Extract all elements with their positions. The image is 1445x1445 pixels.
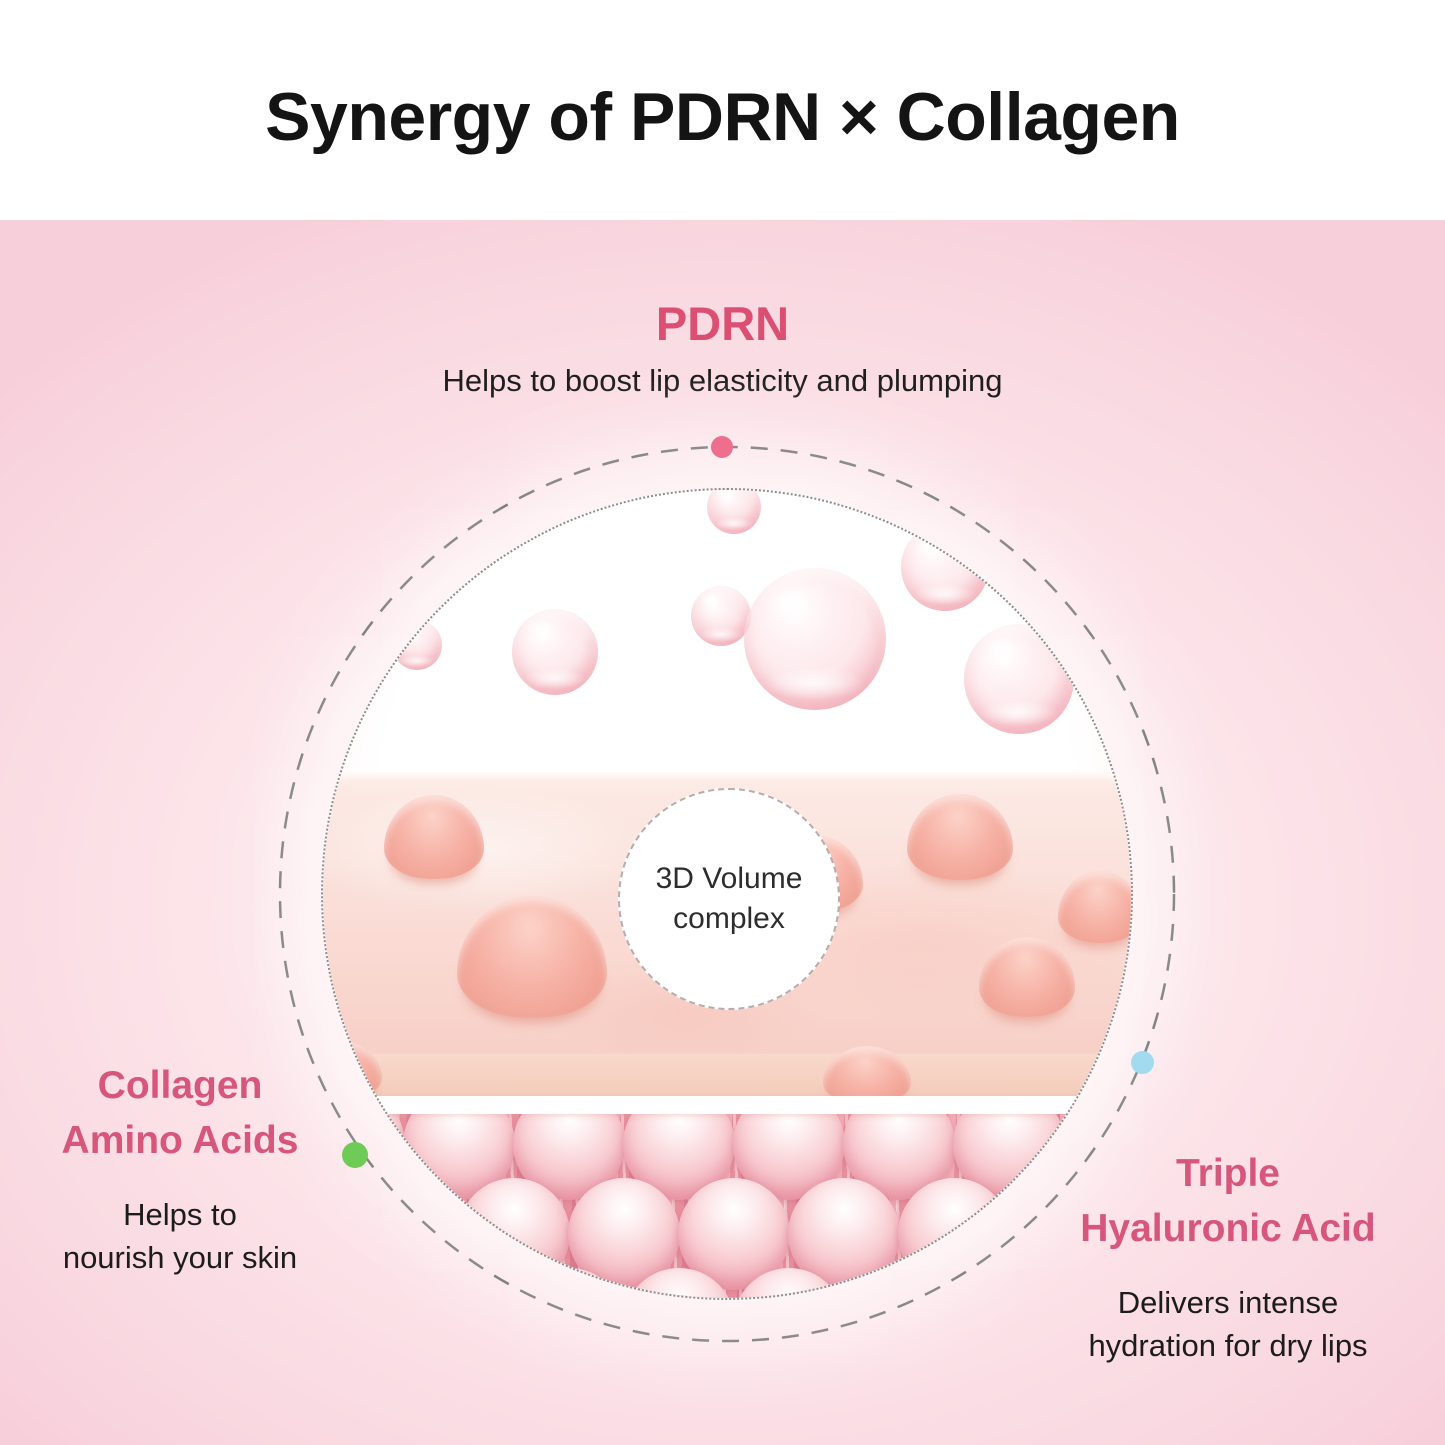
collagen-heading-line1: Collagen bbox=[97, 1064, 263, 1107]
collagen-description: Helps to nourish your skin bbox=[8, 1193, 352, 1280]
hyaluronic-marker-dot bbox=[1131, 1051, 1154, 1074]
collagen-label: Collagen Amino Acids Helps to nourish yo… bbox=[8, 1058, 352, 1280]
pdrn-marker-dot bbox=[711, 436, 733, 458]
badge-line2: complex bbox=[673, 902, 785, 935]
skin-bump bbox=[457, 896, 607, 1018]
collagen-desc-line2: nourish your skin bbox=[62, 1240, 298, 1276]
hyaluronic-desc-line1: Delivers intense bbox=[1117, 1284, 1339, 1320]
hyaluronic-description: Delivers intense hydration for dry lips bbox=[1046, 1281, 1410, 1368]
serum-bubble bbox=[901, 523, 989, 611]
skin-front-layer bbox=[323, 1054, 1131, 1096]
title-band: Synergy of PDRN × Collagen bbox=[0, 0, 1445, 220]
skin-bump bbox=[823, 1046, 911, 1104]
badge-line1: 3D Volume bbox=[655, 861, 803, 895]
collagen-heading-line2: Amino Acids bbox=[61, 1119, 299, 1163]
center-badge: 3D Volume complex bbox=[618, 788, 840, 1010]
skin-bump bbox=[384, 795, 484, 879]
collagen-sphere bbox=[1008, 1178, 1120, 1290]
hyaluronic-desc-line2: hydration for dry lips bbox=[1088, 1328, 1368, 1364]
pdrn-description: Helps to boost lip elasticity and plumpi… bbox=[442, 363, 1003, 398]
skin-bump bbox=[907, 794, 1013, 880]
skin-bump bbox=[1058, 871, 1131, 943]
serum-bubble bbox=[392, 620, 442, 670]
skin-bump bbox=[979, 937, 1075, 1017]
serum-bubble bbox=[964, 624, 1074, 734]
pdrn-label: PDRN Helps to boost lip elasticity and p… bbox=[0, 296, 1445, 399]
pdrn-heading: PDRN bbox=[655, 297, 790, 350]
collagen-sphere-layer bbox=[323, 1110, 1131, 1298]
diagram-area: PDRN Helps to boost lip elasticity and p… bbox=[0, 220, 1445, 1445]
hyaluronic-heading-line1: Triple bbox=[1175, 1152, 1281, 1195]
serum-bubble bbox=[707, 490, 761, 534]
page-title: Synergy of PDRN × Collagen bbox=[265, 79, 1180, 155]
collagen-marker-dot bbox=[342, 1142, 368, 1168]
skin-illustration-circle: 3D Volume complex bbox=[321, 488, 1133, 1300]
collagen-desc-line1: Helps to bbox=[123, 1196, 237, 1232]
serum-bubble bbox=[512, 609, 598, 695]
serum-bubble bbox=[744, 568, 886, 710]
collagen-heading: Collagen Amino Acids bbox=[8, 1058, 352, 1169]
serum-bubble bbox=[691, 586, 751, 646]
membrane-band bbox=[323, 1096, 1131, 1114]
collagen-sphere bbox=[348, 1178, 460, 1290]
